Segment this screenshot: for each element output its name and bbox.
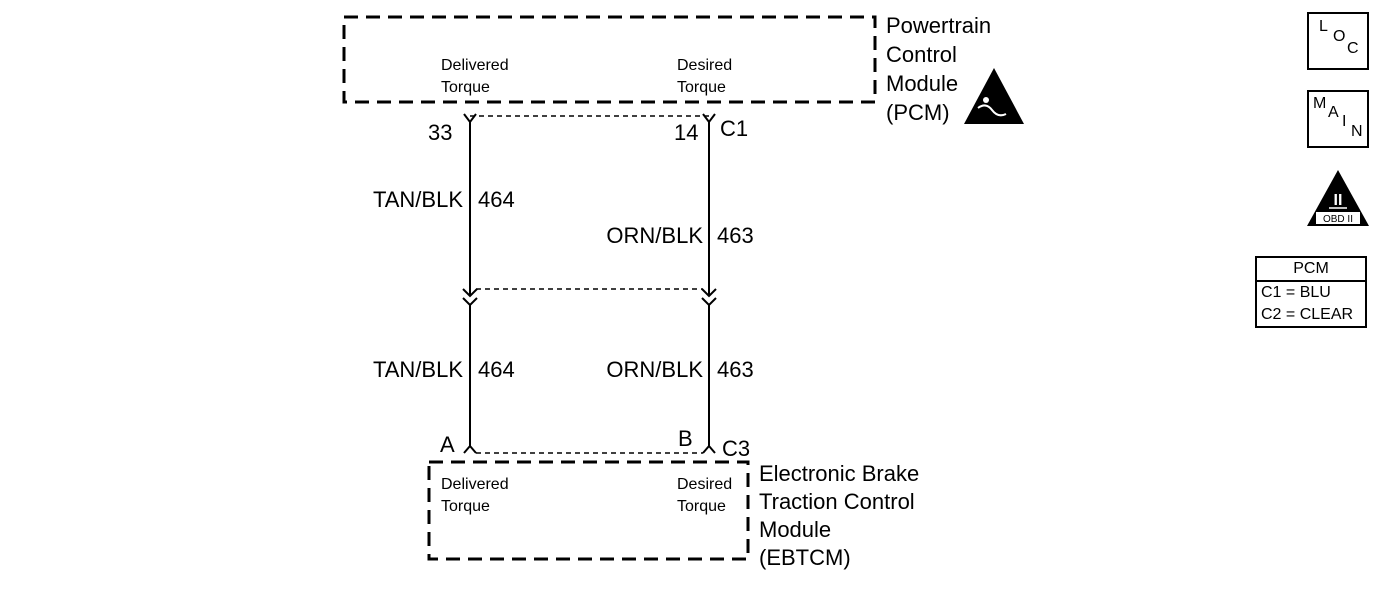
c3-right-terminal [702,444,716,454]
inline-right-female-terminal [701,297,717,307]
loc-letter-c: C [1347,40,1359,57]
connector-table-header: PCM [1257,258,1365,282]
c3-left-terminal [463,444,477,454]
pcm-name-line-1: Powertrain [886,13,991,38]
connector-color-table: PCM C1 = BLU C2 = CLEAR [1255,256,1367,328]
pcm-pin-right-label-2: Torque [677,79,726,96]
wire-right-lower-circuit: 463 [717,357,754,382]
ebtcm-name-line-1: Electronic Brake [759,461,919,486]
loc-letter-l: L [1319,18,1328,35]
ebtcm-pin-left-label-1: Delivered [441,476,509,493]
inline-right-male-terminal [701,288,717,298]
main-letter-m: M [1313,95,1327,112]
ebtcm-pin-right-label-2: Torque [677,498,726,515]
connector-table-row-2: C2 = CLEAR [1261,306,1354,323]
wire-right-upper-color: ORN/BLK [606,223,703,248]
main-icon[interactable]: M A I N [1307,90,1369,148]
main-letter-n: N [1351,123,1363,140]
main-letter-a: A [1328,104,1339,121]
pcm-name-line-4: (PCM) [886,100,950,125]
esd-warning-icon [964,68,1024,124]
pcm-connector-label: C1 [720,116,748,141]
ebtcm-pin-right-label-1: Desired [677,476,732,493]
obd-ii-icon: OBD II II [1307,170,1369,226]
pcm-pin-left-label-2: Torque [441,79,490,96]
wire-left-lower-color: TAN/BLK [373,357,463,382]
ebtcm-pin-letter-left: A [440,432,455,457]
ebtcm-name-line-2: Traction Control [759,489,915,514]
obd-icon-numeral: II [1334,192,1343,209]
inline-left-female-terminal [462,297,478,307]
wire-left-upper-color: TAN/BLK [373,187,463,212]
ebtcm-pin-letter-right: B [678,426,693,451]
pcm-pin-number-right: 14 [674,120,698,145]
pcm-pin-right-label-1: Desired [677,57,732,74]
ebtcm-connector-label: C3 [722,436,750,461]
pcm-name-line-3: Module [886,71,958,96]
c1-left-terminal [463,113,477,124]
wire-right-upper-circuit: 463 [717,223,754,248]
pcm-module-box [342,15,877,104]
main-letter-i: I [1342,113,1347,130]
wire-left-lower-circuit: 464 [478,357,515,382]
pcm-pin-number-left: 33 [428,120,452,145]
wire-right-lower-color: ORN/BLK [606,357,703,382]
connector-table-row-1: C1 = BLU [1261,284,1331,301]
loc-letter-o: O [1333,28,1346,45]
pcm-name-line-2: Control [886,42,957,67]
c1-right-terminal [702,113,716,124]
obd-icon-caption: OBD II [1323,214,1353,225]
ebtcm-module-box [427,460,750,561]
ebtcm-name-line-3: Module [759,517,831,542]
inline-left-male-terminal [462,288,478,298]
wire-left-upper-circuit: 464 [478,187,515,212]
location-icon[interactable]: L O C [1307,12,1369,70]
ebtcm-name-line-4: (EBTCM) [759,545,851,570]
pcm-pin-left-label-1: Delivered [441,57,509,74]
ebtcm-pin-left-label-2: Torque [441,498,490,515]
